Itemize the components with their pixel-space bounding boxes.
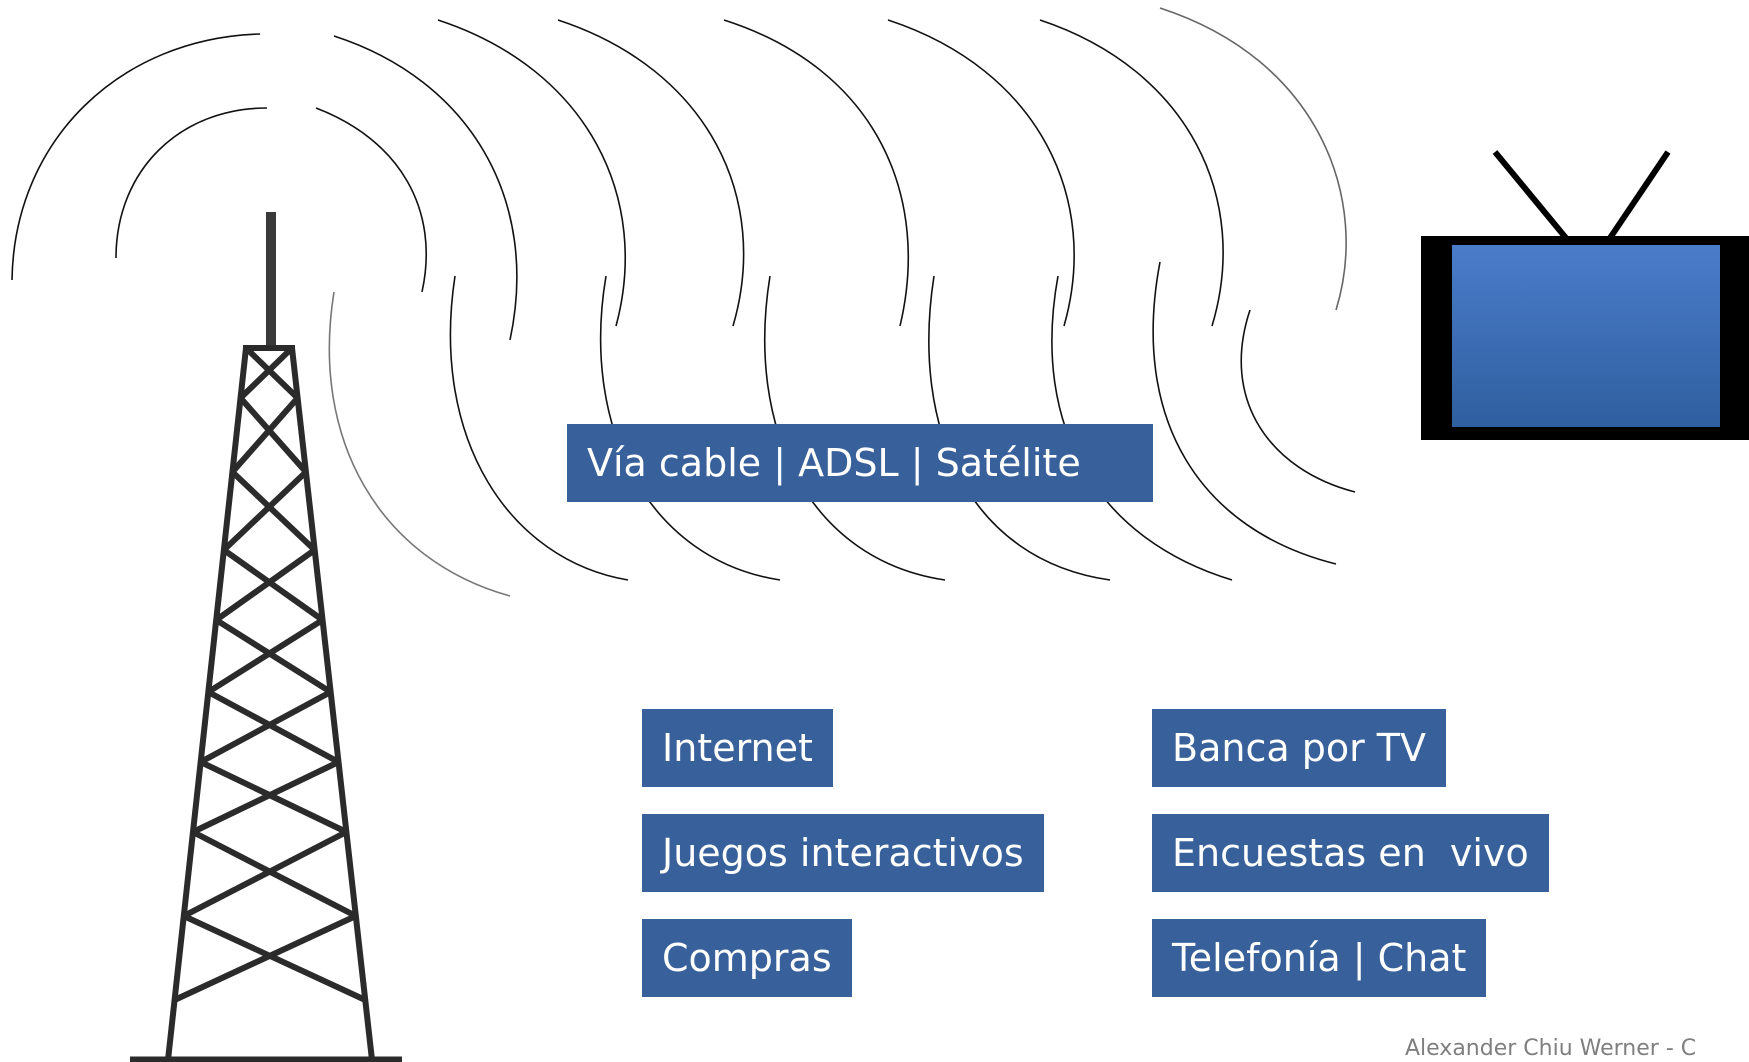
tower-brace <box>191 759 340 835</box>
service-juegos-interactivos: Juegos interactivos <box>642 814 1044 892</box>
tower-brace <box>230 469 317 553</box>
wave-arc <box>449 275 629 581</box>
signal-waves <box>11 7 1356 597</box>
tower-brace <box>243 345 300 401</box>
tower-brace <box>199 689 333 765</box>
tower-brace <box>222 547 325 623</box>
tower-brace <box>238 345 295 401</box>
tower-brace <box>206 689 340 765</box>
tv-screen <box>1452 245 1720 427</box>
wave-arc <box>115 107 268 259</box>
tower-brace <box>221 469 308 553</box>
service-banca-por-tv: Banca por TV <box>1152 709 1446 787</box>
service-encuestas-en-vivo: Encuestas en vivo <box>1152 814 1549 892</box>
wave-arc <box>333 35 518 341</box>
wave-arc <box>328 291 511 597</box>
tower-brace <box>214 617 333 695</box>
tower-brace <box>238 396 309 474</box>
tower-icon <box>130 212 402 1062</box>
tower-brace <box>199 759 348 835</box>
wave-arc <box>557 19 745 327</box>
transmission-label: Vía cable | ADSL | Satélite <box>567 424 1153 502</box>
wave-arc <box>1152 261 1337 565</box>
wave-arc <box>315 107 427 293</box>
service-compras: Compras <box>642 919 852 997</box>
wave-arc <box>723 19 910 327</box>
footer-credit: Alexander Chiu Werner - C <box>1405 1036 1697 1061</box>
wave-arc <box>1240 309 1356 493</box>
tv-icon <box>1421 150 1749 440</box>
tower-brace <box>182 829 348 919</box>
wave-arc <box>1159 7 1347 311</box>
tower-brace <box>173 913 358 1003</box>
tower-brace <box>206 617 325 695</box>
wave-arc <box>1039 19 1224 327</box>
tower-brace <box>191 829 358 919</box>
wave-arc <box>11 33 261 281</box>
tower-brace <box>230 396 300 474</box>
tower-brace <box>182 913 367 1003</box>
wave-arc <box>887 19 1075 327</box>
service-telefonia-chat: Telefonía | Chat <box>1152 919 1487 997</box>
wave-arc <box>437 19 627 327</box>
tower-brace <box>214 547 317 623</box>
service-internet: Internet <box>642 709 833 787</box>
